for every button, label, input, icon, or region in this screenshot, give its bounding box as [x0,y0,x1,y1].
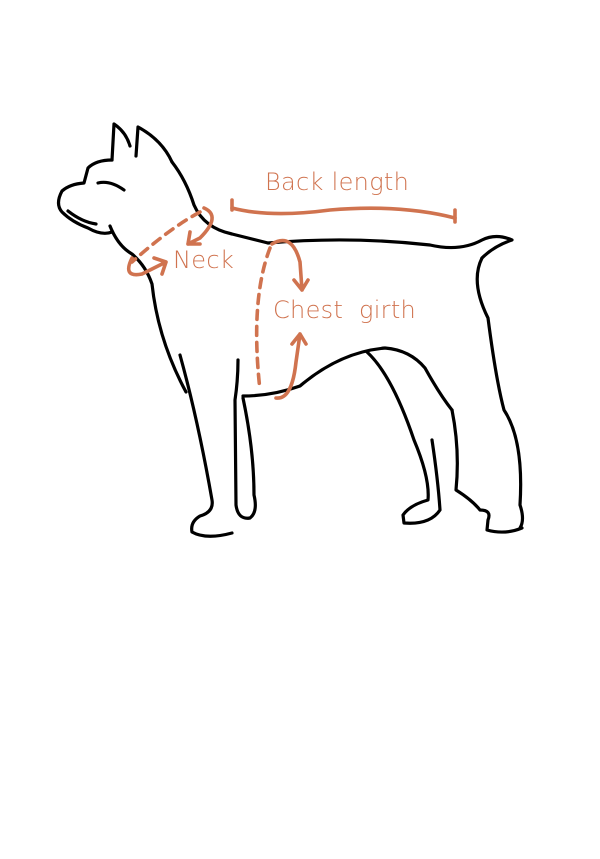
measurement-marks [126,198,457,400]
dog-belly [241,346,454,412]
chest-arrow-top [270,238,310,292]
neck-arrow-top [186,206,214,246]
dog-rear-leg-1 [365,350,442,525]
chest-dashed-line [254,246,272,392]
neck-dashed-line [130,210,202,264]
dog-eye [96,180,126,192]
dog-face [56,158,114,235]
dog-head-neck-back [170,160,270,245]
dog-throat-chest [108,224,188,394]
chest-arrow-bottom [274,332,308,400]
dog-front-leg-2 [233,358,257,520]
back-length-label: Back length [265,168,410,196]
dog-ear-front [110,122,132,162]
dog-front-leg-1 [178,353,234,538]
dog-back-tail [266,234,514,260]
dog-mouth [66,209,98,226]
dog-rear-back-leg [475,256,525,530]
neck-label: Neck [173,246,235,274]
back-length-line [230,206,457,220]
dog-rear-leg-2 [450,408,524,534]
neck-arrow-bottom [126,256,168,277]
chest-girth-label: Chest girth [273,296,417,324]
dog-outline [56,122,525,538]
dog-ear-back [134,125,174,164]
